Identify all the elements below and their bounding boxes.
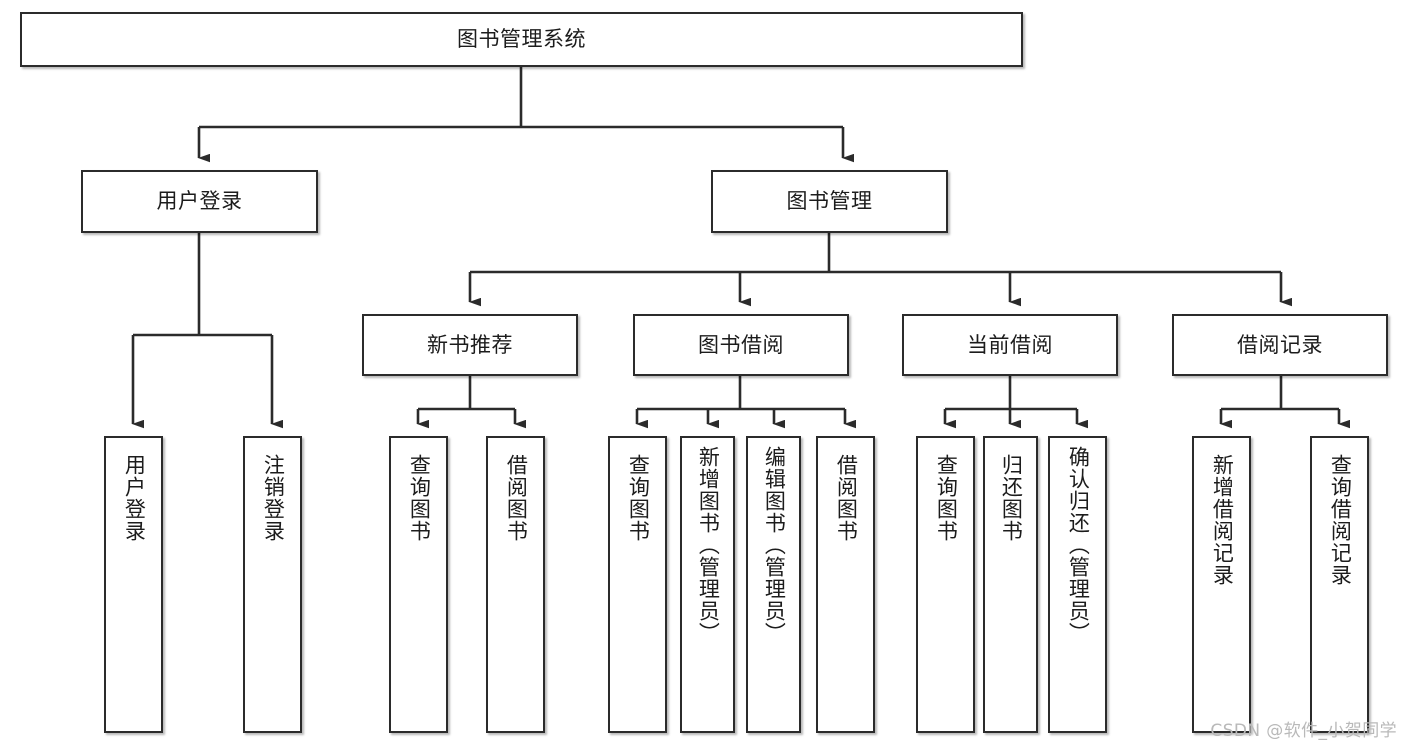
leaf-records-query[interactable]: 查询借阅记录 [1310,436,1369,733]
leaf-current-confirm-return-label: 确认归还（管理员） [1066,446,1091,644]
leaf-new-books-borrow[interactable]: 借阅图书 [486,436,545,733]
node-current-borrow[interactable]: 当前借阅 [902,314,1118,376]
leaf-borrow-query-label: 查询图书 [626,454,651,542]
leaf-user-login-logout[interactable]: 注销登录 [243,436,302,733]
leaf-user-login-login-label: 用户登录 [122,454,147,542]
leaf-user-login-logout-label: 注销登录 [261,454,286,542]
node-book-borrow-label: 图书借阅 [698,332,784,357]
node-book-management-label: 图书管理 [786,189,873,214]
node-user-login[interactable]: 用户登录 [81,170,318,233]
node-borrow-records-label: 借阅记录 [1237,332,1323,357]
leaf-borrow-edit-book-label: 编辑图书（管理员） [762,446,787,644]
leaf-new-books-query[interactable]: 查询图书 [389,436,448,733]
leaf-records-add[interactable]: 新增借阅记录 [1192,436,1251,733]
node-current-borrow-label: 当前借阅 [967,332,1053,357]
node-new-book-recommend-label: 新书推荐 [427,332,513,357]
node-borrow-records[interactable]: 借阅记录 [1172,314,1388,376]
watermark: CSDN @软件_小贺同学 [1210,721,1397,741]
leaf-borrow-add-book-label: 新增图书（管理员） [696,446,721,644]
leaf-current-query-label: 查询图书 [934,454,959,542]
node-root[interactable]: 图书管理系统 [20,12,1023,67]
leaf-borrow-borrow-book-label: 借阅图书 [834,454,859,542]
leaf-current-query[interactable]: 查询图书 [916,436,975,733]
leaf-borrow-query[interactable]: 查询图书 [608,436,667,733]
leaf-records-query-label: 查询借阅记录 [1328,454,1353,586]
leaf-new-books-query-label: 查询图书 [407,454,432,542]
node-book-management[interactable]: 图书管理 [711,170,948,233]
leaf-new-books-borrow-label: 借阅图书 [504,454,529,542]
leaf-current-return-label: 归还图书 [999,454,1024,542]
leaf-current-confirm-return[interactable]: 确认归还（管理员） [1048,436,1107,733]
leaf-borrow-edit-book[interactable]: 编辑图书（管理员） [746,436,801,733]
node-book-borrow[interactable]: 图书借阅 [633,314,849,376]
node-new-book-recommend[interactable]: 新书推荐 [362,314,578,376]
node-user-login-label: 用户登录 [156,189,243,214]
leaf-records-add-label: 新增借阅记录 [1210,454,1235,586]
leaf-borrow-borrow-book[interactable]: 借阅图书 [816,436,875,733]
leaf-borrow-add-book[interactable]: 新增图书（管理员） [680,436,735,733]
node-root-label: 图书管理系统 [457,27,586,52]
leaf-user-login-login[interactable]: 用户登录 [104,436,163,733]
leaf-current-return[interactable]: 归还图书 [983,436,1038,733]
